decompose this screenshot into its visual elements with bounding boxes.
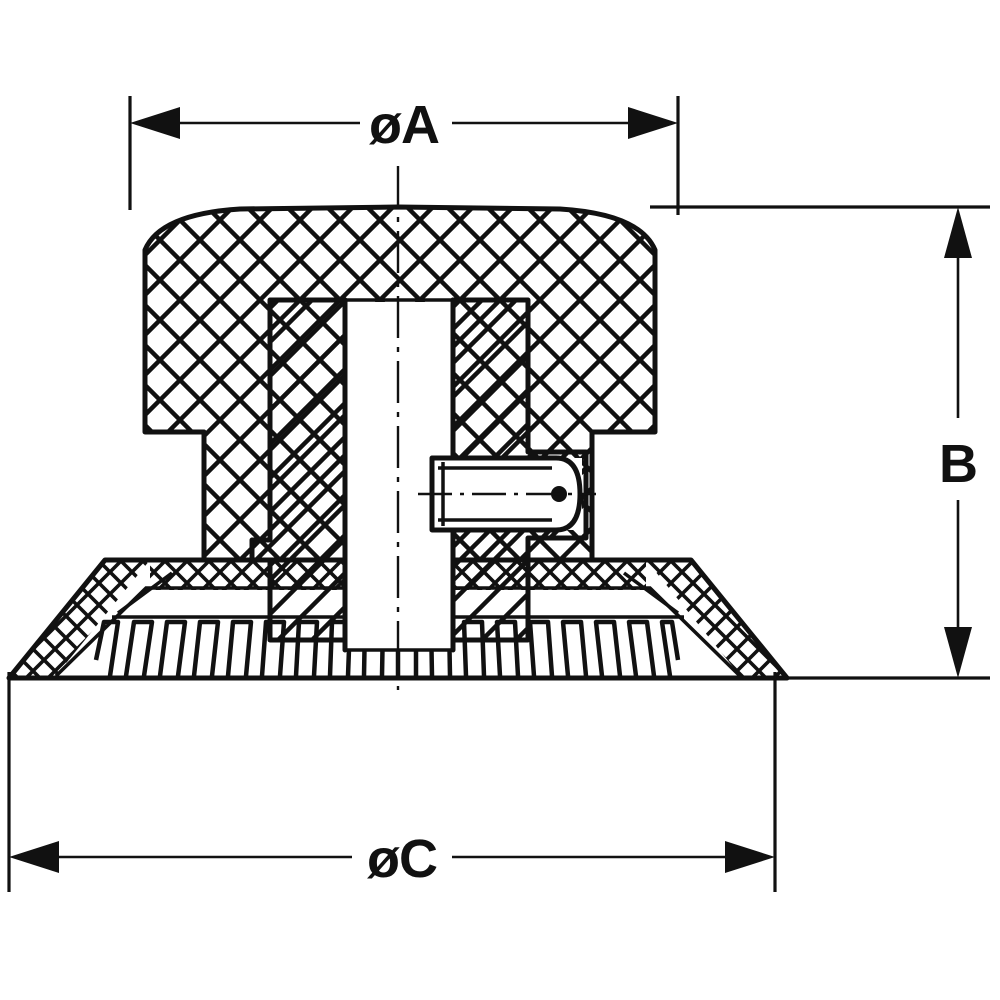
dim-c-arrow-left-icon (9, 841, 59, 873)
dim-b-arrow-bottom-icon (944, 627, 972, 678)
dimension-height-b: B (650, 205, 990, 680)
metal-insert-right-outline (450, 297, 589, 643)
dim-b-arrow-top-icon (944, 207, 972, 258)
set-screw-group (418, 455, 596, 533)
dim-a-label: øA (369, 95, 439, 155)
dim-c-arrow-right-icon (725, 841, 775, 873)
set-screw-thread-lines (438, 466, 552, 522)
dim-b-label: B (939, 434, 977, 494)
dimension-diameter-a: øA (128, 95, 680, 215)
dimension-diameter-c: øC (7, 672, 777, 892)
dim-a-arrow-left-icon (130, 107, 180, 139)
base-disc-outline (6, 557, 790, 681)
dim-c-label: øC (367, 829, 437, 889)
dim-a-arrow-right-icon (628, 107, 678, 139)
base-disc-shelf (116, 571, 680, 615)
